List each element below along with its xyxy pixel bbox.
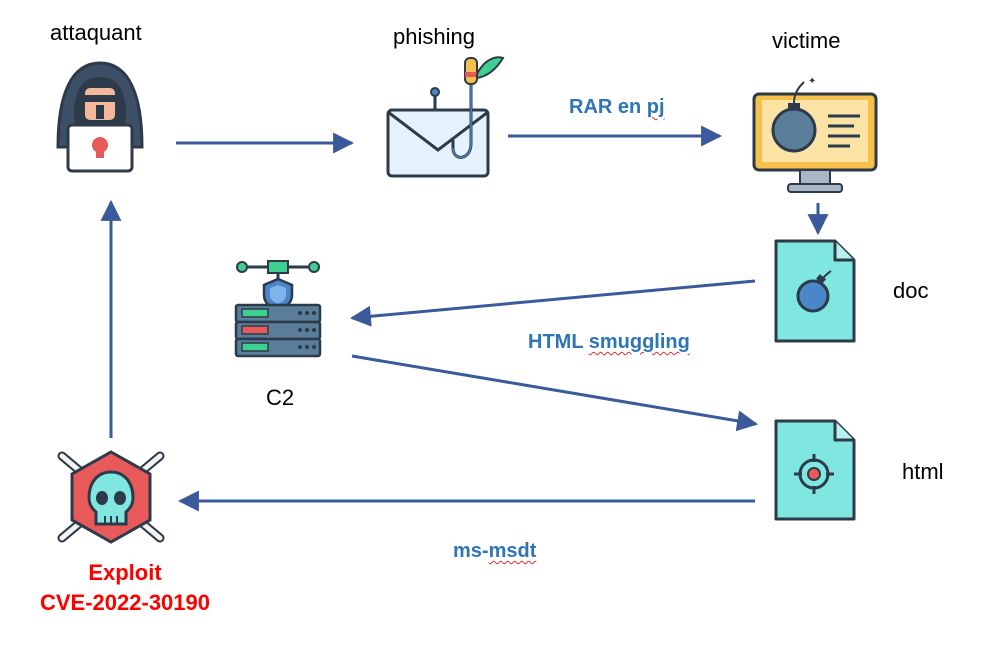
edge-label-ms-msdt-tail: msdt [488, 540, 537, 562]
victim-label: victime [772, 28, 841, 53]
envelope-fishhook-icon [386, 56, 505, 178]
arrow-doc-to-c2 [349, 279, 756, 327]
attacker-label: attaquant [50, 20, 142, 45]
arrow-c2-to-html [351, 354, 759, 432]
edge-label-smuggling-tail: smuggling [588, 331, 690, 353]
doc-label: doc [893, 278, 929, 303]
exploit-label: Exploit CVE-2022-30190 [20, 560, 230, 616]
document-target-icon [774, 419, 856, 521]
svg-text:✦: ✦ [808, 76, 816, 87]
document-bomb-icon [774, 239, 856, 343]
edge-label-rar-text: RAR en [569, 96, 647, 118]
phishing-label: phishing [393, 24, 475, 49]
edge-label-smuggling-text: HTML [528, 331, 589, 353]
hooded-hacker-laptop-icon [56, 61, 144, 173]
html-label: html [902, 459, 944, 484]
edge-label-rar: RAR en pj [569, 96, 665, 119]
exploit-label-line1: Exploit [88, 560, 162, 585]
edge-label-smuggling: HTML smuggling [528, 331, 690, 354]
server-shield-icon [234, 260, 322, 358]
skull-crossbones-icon [57, 450, 165, 544]
edge-label-ms-msdt: ms-msdt [453, 540, 536, 563]
edge-label-rar-tail: pj [646, 96, 665, 118]
c2-label: C2 [266, 385, 295, 410]
edge-label-ms-msdt-text: ms- [453, 540, 489, 562]
monitor-bomb-icon: ✦ [752, 76, 878, 193]
exploit-label-line2: CVE-2022-30190 [39, 590, 210, 615]
